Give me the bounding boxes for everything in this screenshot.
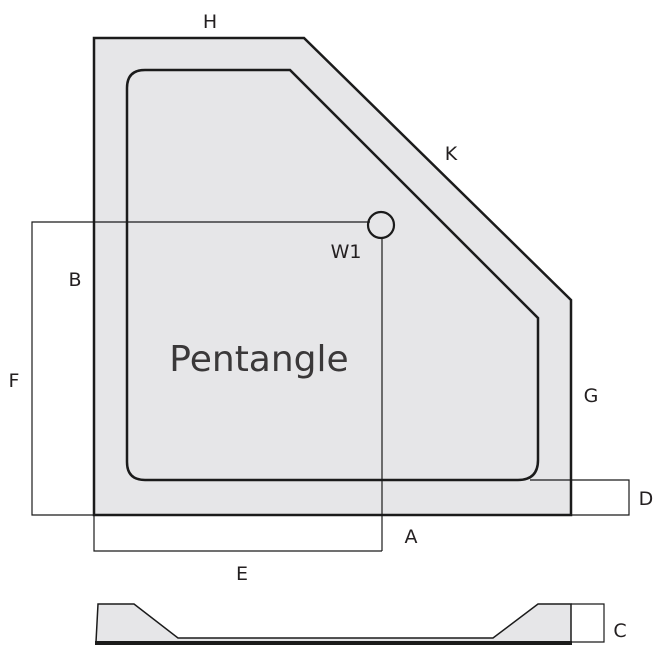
product-title: Pentangle xyxy=(169,339,348,380)
label-c: C xyxy=(613,620,626,642)
dimension-f-bracket xyxy=(31,221,94,516)
label-k: K xyxy=(445,143,458,165)
label-e: E xyxy=(236,563,248,585)
tray-side-profile xyxy=(95,603,572,643)
dimension-e-bracket xyxy=(93,515,382,552)
label-g: G xyxy=(584,385,599,407)
label-w1: W1 xyxy=(331,241,362,263)
waste-outlet xyxy=(366,210,396,240)
tray-basin xyxy=(125,68,540,482)
label-a: A xyxy=(405,526,418,548)
tray-profile-base xyxy=(95,641,572,645)
label-d: D xyxy=(639,488,654,510)
label-b: B xyxy=(68,269,81,291)
label-f: F xyxy=(9,370,20,392)
dimension-c-bracket xyxy=(571,603,605,643)
label-h: H xyxy=(203,11,217,33)
dimension-d-bracket xyxy=(530,479,630,516)
